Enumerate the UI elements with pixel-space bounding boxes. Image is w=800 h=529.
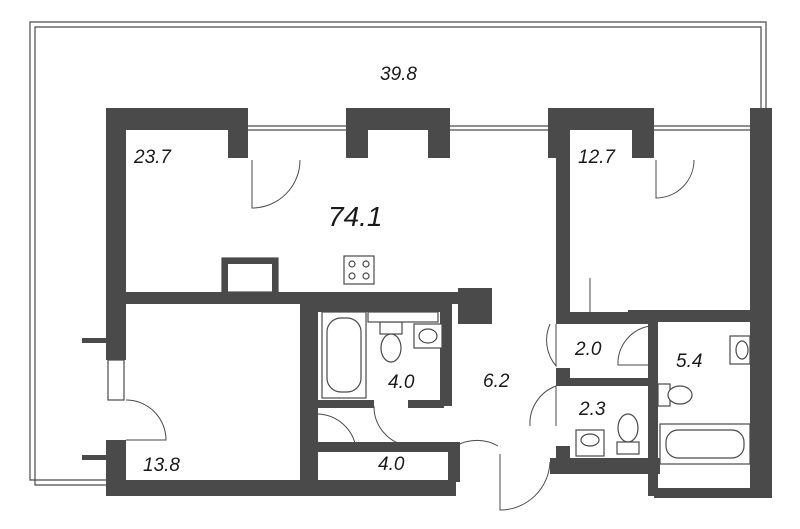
- toilet-icon: [616, 413, 640, 455]
- closet-area-label: 4.0: [378, 454, 405, 475]
- room-labels: 39.8 23.7 74.1 12.7 13.8 4.0 4.0 6.2 2.0…: [133, 64, 702, 476]
- kitchen-living-area-label: 23.7: [133, 147, 172, 168]
- toilet-icon: [657, 383, 693, 407]
- doors: [125, 159, 695, 511]
- fixtures: [321, 255, 751, 465]
- walls: [82, 108, 772, 498]
- bathtub-icon: [659, 423, 751, 465]
- wc-area-label: 2.3: [578, 399, 606, 420]
- total-area-label: 74.1: [328, 201, 383, 232]
- bathroom-center-area-label: 4.0: [388, 372, 415, 393]
- sink-icon: [575, 429, 605, 457]
- sink-icon: [729, 335, 751, 365]
- stove-icon: [343, 255, 375, 285]
- hallway-area-label: 6.2: [483, 371, 510, 392]
- bedroom-right-area-label: 12.7: [578, 147, 616, 168]
- bedroom-left-area-label: 13.8: [143, 455, 180, 476]
- terrace-area-label: 39.8: [380, 64, 417, 85]
- storage-area-label: 2.0: [574, 339, 602, 360]
- sink-icon: [413, 323, 443, 349]
- bathtub-icon: [321, 311, 367, 399]
- toilet-icon: [379, 321, 403, 363]
- terrace-outline: [29, 21, 767, 486]
- bathroom-right-area-label: 5.4: [676, 351, 702, 372]
